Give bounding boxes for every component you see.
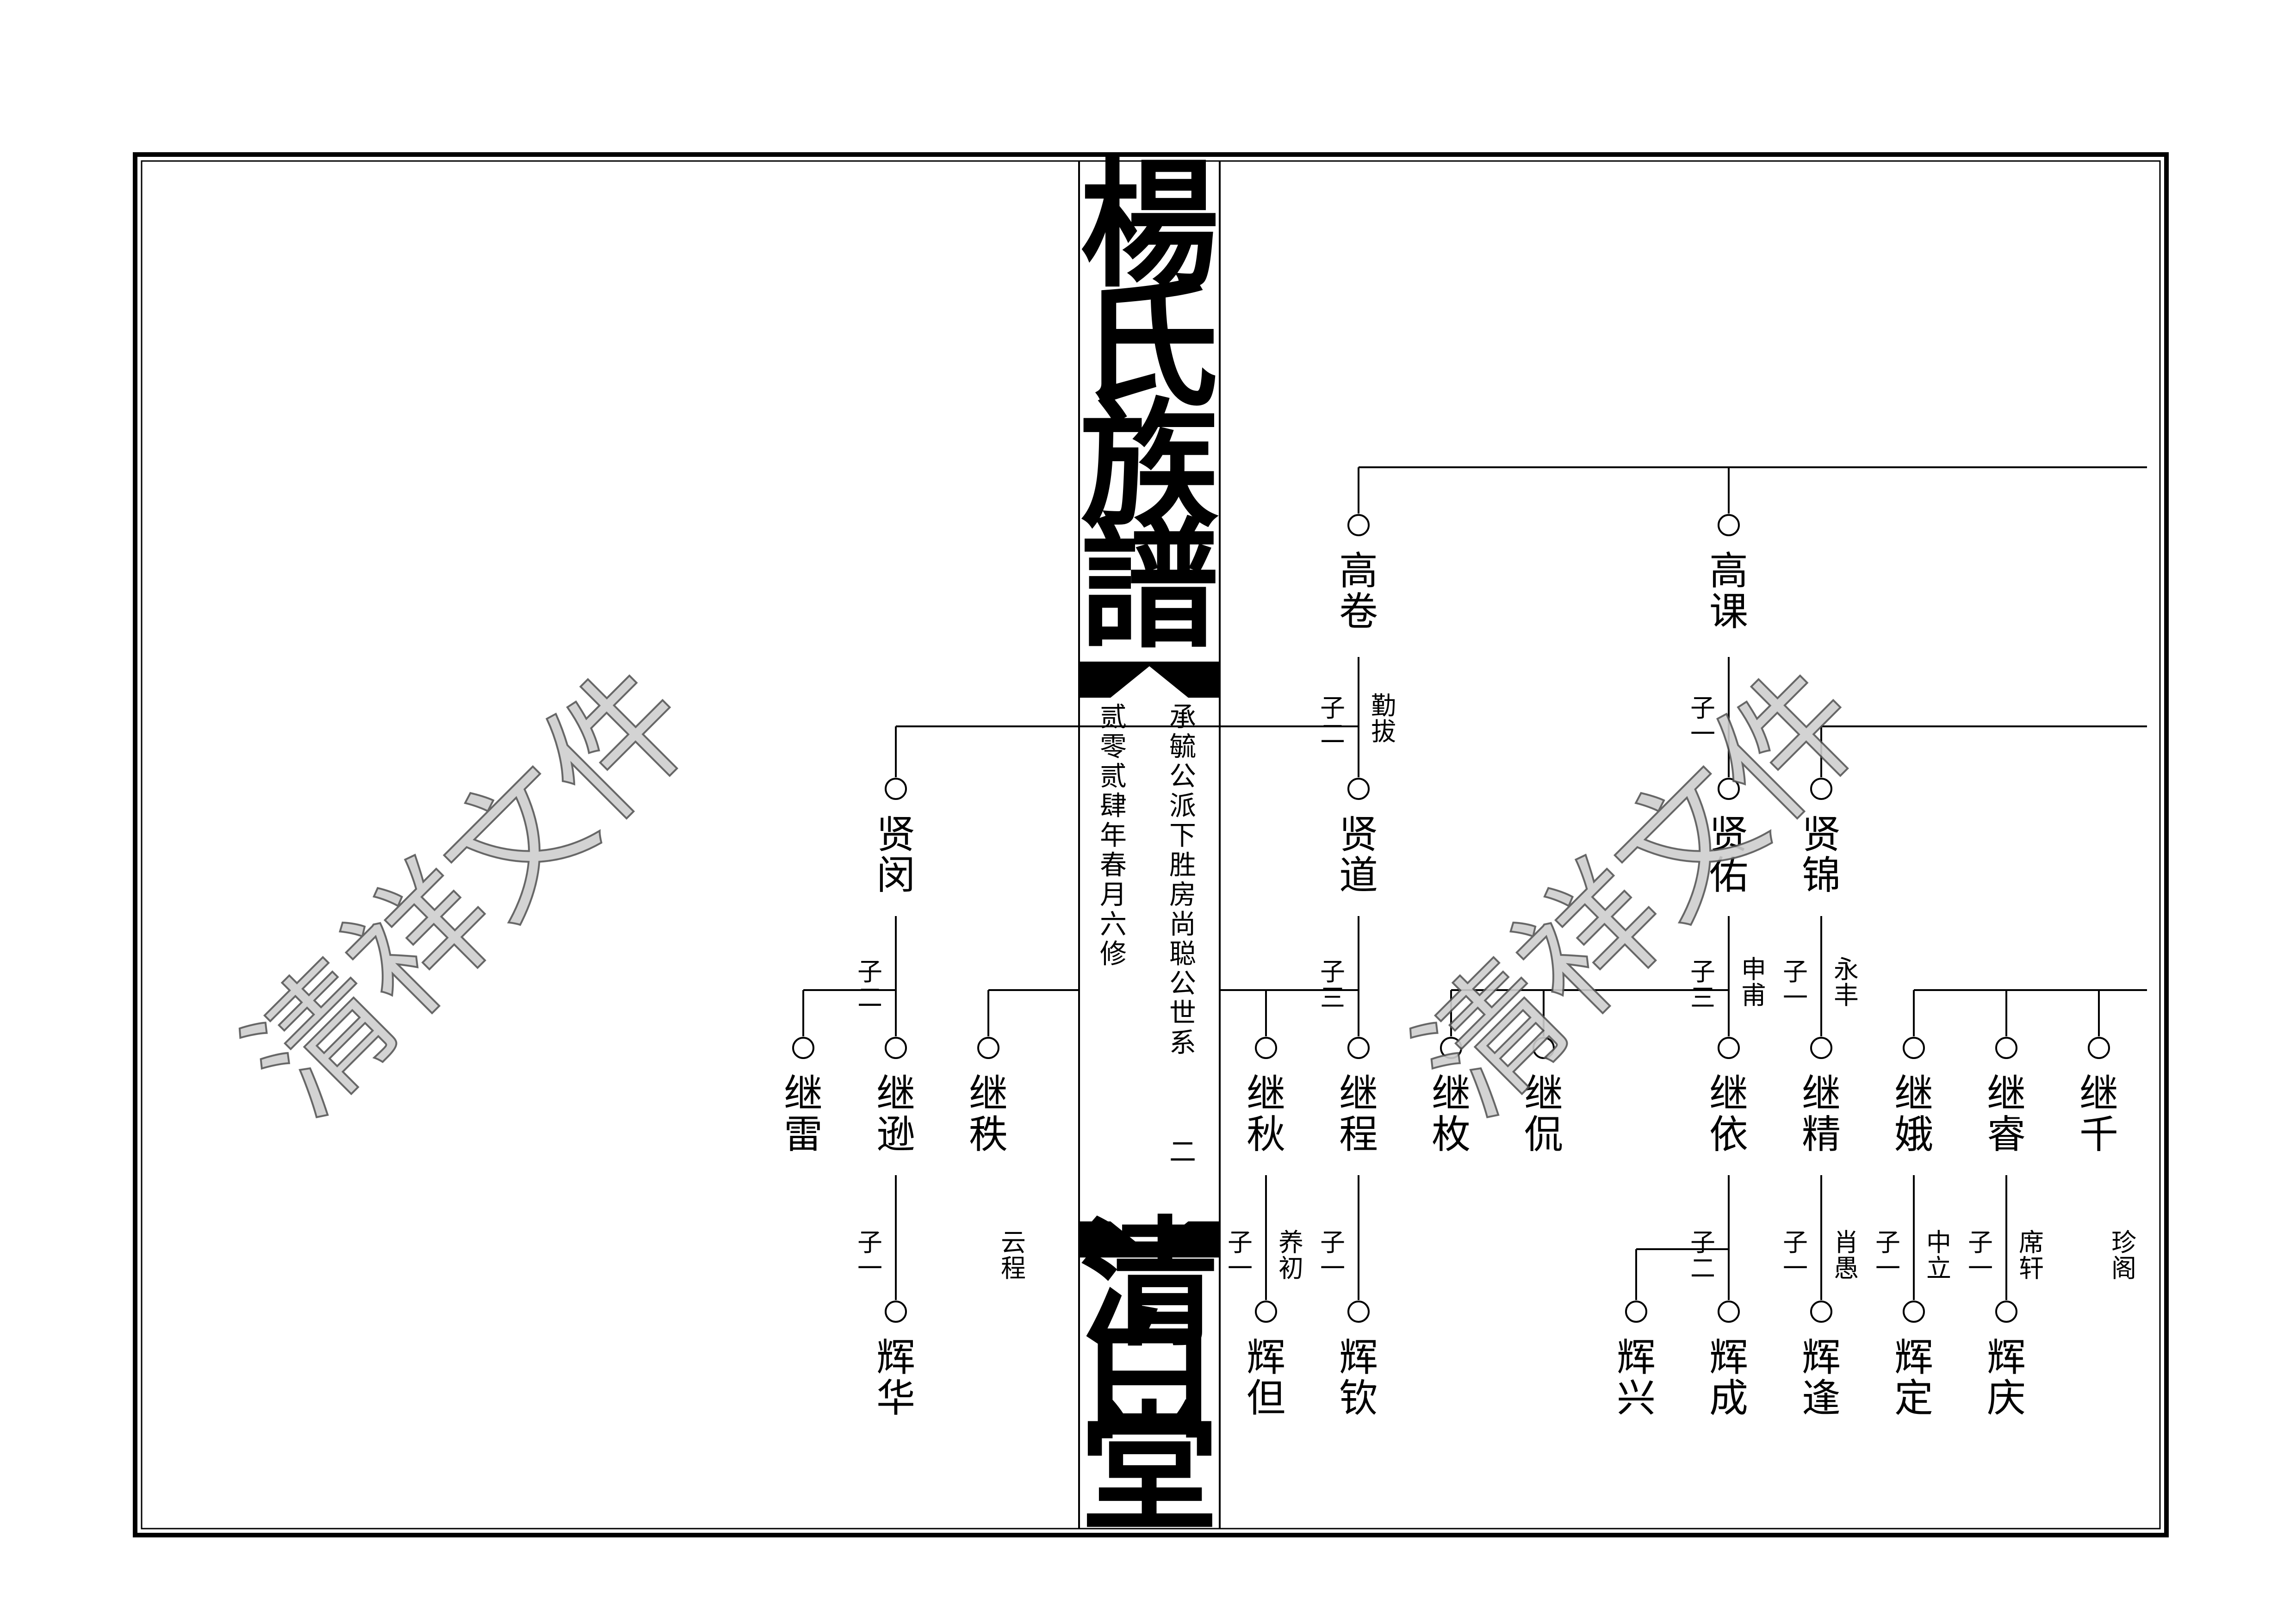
marker-gen1 [1347, 514, 1370, 536]
marker-gen3 [1255, 1037, 1277, 1059]
marker-gen3 [1810, 1037, 1832, 1059]
person-name: 继侃 [1524, 1071, 1563, 1157]
inner-border [141, 160, 2161, 1530]
courtesy-name: 席轩 [2019, 1228, 2044, 1283]
marker-gen4 [1903, 1301, 1925, 1323]
lineage-lines [802, 466, 2147, 1300]
courtesy-name: 肖愚 [1834, 1228, 1859, 1283]
spine-text: 楊氏族譜 清白堂 承毓公派下胜房尚聪公世系 二 贰零贰肆年春月六修 [1080, 143, 1219, 1550]
person-names: 高卷 勤拔 子二 高课 子一 贤闵 子二 贤道 子三 贤佑 申甫 子三 贤锦 永… [784, 548, 2136, 1421]
courtesy-name: 珍阁 [2111, 1228, 2136, 1283]
spine-title-top: 楊氏族譜 [1080, 143, 1219, 667]
marker-gen2 [1347, 778, 1370, 800]
sons-count: 子一 [1968, 1228, 1993, 1283]
person-name: 贤闵 [876, 812, 915, 898]
sons-count: 子一 [857, 1228, 882, 1283]
person-name: 辉定 [1894, 1335, 1933, 1421]
person-name: 继秩 [969, 1071, 1008, 1157]
person-name: 贤锦 [1802, 812, 1841, 898]
marker-gen3 [1347, 1037, 1370, 1059]
marker-gen3 [977, 1037, 999, 1059]
person-name: 继秋 [1247, 1071, 1285, 1157]
marker-gen4 [1810, 1301, 1832, 1323]
sons-count: 子三 [1690, 957, 1715, 1012]
person-name: 辉钦 [1339, 1335, 1378, 1421]
sons-count: 子二 [857, 957, 882, 1012]
person-markers [792, 514, 2110, 1323]
spine-notch-bottom [1111, 1221, 1188, 1253]
marker-gen4 [1347, 1301, 1370, 1323]
person-name: 继枚 [1432, 1071, 1471, 1157]
sons-count: 子二 [1690, 1228, 1715, 1283]
courtesy-name: 勤拔 [1371, 691, 1396, 746]
person-name: 继睿 [1987, 1071, 2026, 1157]
watermarks: 清祥文件 清祥文件 [216, 637, 1895, 1146]
outer-border [133, 152, 2169, 1537]
person-name: 辉兴 [1617, 1335, 1656, 1421]
spine-notch-top [1111, 666, 1188, 698]
spine-date: 贰零贰肆年春月六修 [1100, 701, 1127, 969]
spine-branch: 承毓公派下胜房尚聪公世系 [1169, 701, 1196, 1058]
marker-gen3 [2088, 1037, 2110, 1059]
marker-gen2 [1810, 778, 1832, 800]
sons-count: 子一 [1690, 694, 1715, 749]
person-name: 继娥 [1894, 1071, 1933, 1157]
person-name: 继程 [1339, 1071, 1378, 1157]
person-name: 辉庆 [1987, 1335, 2026, 1421]
person-name: 辉成 [1709, 1335, 1748, 1421]
marker-gen3 [1440, 1037, 1462, 1059]
marker-gen3 [1533, 1037, 1555, 1059]
marker-gen2 [1718, 778, 1740, 800]
person-name: 高卷 [1339, 548, 1378, 634]
marker-gen2 [885, 778, 907, 800]
courtesy-name: 云程 [1001, 1228, 1026, 1283]
sons-count: 子三 [1320, 957, 1345, 1012]
sons-count: 子一 [1320, 1228, 1345, 1283]
sons-count: 子一 [1875, 1228, 1900, 1283]
marker-gen3 [1903, 1037, 1925, 1059]
person-name: 辉但 [1247, 1335, 1285, 1421]
spine [1078, 161, 1221, 1529]
person-name: 继逊 [876, 1071, 915, 1157]
marker-gen3 [885, 1037, 907, 1059]
person-name: 辉逢 [1802, 1335, 1841, 1421]
person-name: 贤道 [1339, 812, 1378, 898]
courtesy-name: 中立 [1926, 1228, 1951, 1283]
marker-gen4 [885, 1301, 907, 1323]
marker-gen3 [792, 1037, 814, 1059]
person-name: 继雷 [784, 1071, 823, 1157]
person-name: 继依 [1709, 1071, 1748, 1157]
sons-count: 子一 [1783, 1228, 1808, 1283]
person-name: 辉华 [876, 1335, 915, 1421]
marker-gen1 [1718, 514, 1740, 536]
marker-gen4 [1625, 1301, 1647, 1323]
person-name: 贤佑 [1709, 812, 1748, 898]
marker-gen3 [1718, 1037, 1740, 1059]
person-name: 高课 [1709, 548, 1748, 634]
watermark-left: 清祥文件 [217, 638, 724, 1145]
courtesy-name: 申甫 [1741, 955, 1766, 1010]
spine-title-bottom: 清白堂 [1080, 1202, 1219, 1550]
person-name: 继精 [1802, 1071, 1841, 1157]
person-name: 继千 [2079, 1071, 2118, 1157]
sons-count: 子一 [1228, 1228, 1253, 1283]
spine-page-number: 二 [1169, 1136, 1196, 1167]
marker-gen4 [1255, 1301, 1277, 1323]
sons-count: 子一 [1783, 957, 1808, 1012]
marker-gen3 [1995, 1037, 2017, 1059]
courtesy-name: 永丰 [1834, 955, 1859, 1010]
sons-count: 子二 [1320, 694, 1345, 749]
marker-gen4 [1995, 1301, 2017, 1323]
courtesy-name: 养初 [1278, 1228, 1303, 1283]
marker-gen4 [1718, 1301, 1740, 1323]
